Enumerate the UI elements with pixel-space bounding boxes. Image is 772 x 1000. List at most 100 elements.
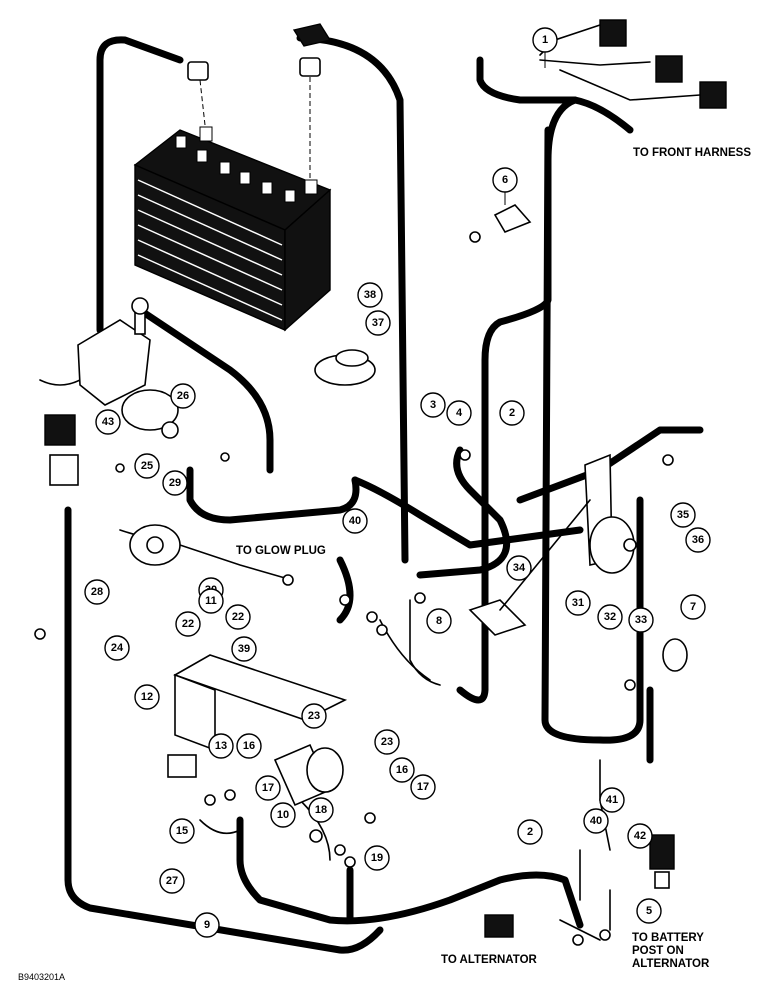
key-switch-10 bbox=[273, 743, 344, 807]
relay-43 bbox=[77, 297, 151, 406]
callout-2-bottom: 2 bbox=[517, 819, 543, 845]
svg-text:28: 28 bbox=[91, 586, 103, 598]
callout-23-right: 23 bbox=[374, 729, 400, 755]
callout-6: 6 bbox=[492, 167, 518, 205]
svg-text:2: 2 bbox=[509, 407, 515, 419]
svg-text:22: 22 bbox=[182, 618, 194, 630]
glow-plug-relay bbox=[129, 524, 181, 566]
callout-5: 5 bbox=[636, 898, 662, 924]
svg-text:43: 43 bbox=[102, 416, 114, 428]
callout-3: 3 bbox=[420, 392, 446, 418]
callout-10: 10 bbox=[270, 802, 296, 828]
callout-16-left: 16 bbox=[236, 733, 262, 759]
svg-text:23: 23 bbox=[381, 736, 393, 748]
svg-text:12: 12 bbox=[141, 691, 153, 703]
svg-text:42: 42 bbox=[634, 830, 646, 842]
sensor-6 bbox=[493, 204, 532, 233]
switch-13 bbox=[167, 754, 197, 778]
svg-text:17: 17 bbox=[262, 782, 274, 794]
battery-post-label-line2: POST ON bbox=[632, 945, 684, 957]
callout-41: 41 bbox=[599, 787, 625, 813]
glow-plug-label: TO GLOW PLUG bbox=[236, 545, 326, 557]
callout-12: 12 bbox=[134, 684, 160, 710]
callout-31: 31 bbox=[565, 590, 591, 616]
svg-text:19: 19 bbox=[371, 852, 383, 864]
front-harness-label: TO FRONT HARNESS bbox=[633, 147, 751, 159]
svg-text:23: 23 bbox=[308, 710, 320, 722]
horn-37 bbox=[314, 349, 376, 386]
callout-35: 35 bbox=[670, 502, 696, 528]
starter-solenoid-25 bbox=[121, 389, 179, 439]
svg-text:39: 39 bbox=[238, 643, 250, 655]
callout-36: 36 bbox=[685, 527, 711, 553]
svg-text:41: 41 bbox=[606, 794, 618, 806]
battery-post-label-line1: TO BATTERY bbox=[632, 932, 704, 944]
callout-7: 7 bbox=[680, 594, 706, 620]
battery-post-label-line3: ALTERNATOR bbox=[632, 958, 710, 970]
callout-27: 27 bbox=[159, 868, 185, 894]
svg-text:2: 2 bbox=[527, 826, 533, 838]
callout-4: 4 bbox=[446, 400, 472, 426]
svg-text:13: 13 bbox=[215, 740, 227, 752]
svg-text:38: 38 bbox=[364, 289, 376, 301]
svg-text:29: 29 bbox=[169, 477, 181, 489]
svg-text:40: 40 bbox=[590, 815, 602, 827]
callout-16-right: 16 bbox=[389, 757, 415, 783]
callout-43: 43 bbox=[95, 409, 121, 435]
callout-39: 39 bbox=[231, 636, 257, 662]
svg-text:8: 8 bbox=[436, 615, 442, 627]
svg-text:18: 18 bbox=[315, 804, 327, 816]
callout-15: 15 bbox=[169, 818, 195, 844]
callout-11: 11 bbox=[198, 588, 224, 614]
callout-9: 9 bbox=[194, 912, 220, 938]
callout-17-left: 17 bbox=[255, 775, 281, 801]
svg-text:40: 40 bbox=[349, 515, 361, 527]
svg-text:9: 9 bbox=[204, 919, 210, 931]
callout-8: 8 bbox=[426, 608, 452, 634]
left-plug-connectors bbox=[44, 414, 79, 486]
terminals bbox=[34, 231, 674, 946]
svg-text:36: 36 bbox=[692, 534, 704, 546]
callout-24: 24 bbox=[104, 635, 130, 661]
callout-34: 34 bbox=[506, 555, 532, 581]
svg-text:1: 1 bbox=[542, 34, 548, 46]
callout-23-top: 23 bbox=[301, 703, 327, 729]
svg-text:34: 34 bbox=[513, 562, 526, 574]
svg-text:27: 27 bbox=[166, 875, 178, 887]
callout-32: 32 bbox=[597, 604, 623, 630]
callout-13: 13 bbox=[208, 733, 234, 759]
svg-text:32: 32 bbox=[604, 611, 616, 623]
alternator-connectors bbox=[484, 834, 675, 938]
callout-40-bottom: 40 bbox=[583, 808, 609, 834]
svg-text:3: 3 bbox=[430, 399, 436, 411]
svg-text:22: 22 bbox=[232, 611, 244, 623]
callouts: 1 6 38 37 43 26 25 29 3 4 2 40 35 36 34 … bbox=[84, 27, 711, 938]
svg-text:5: 5 bbox=[646, 905, 652, 917]
pedal-assembly bbox=[468, 453, 637, 636]
svg-text:33: 33 bbox=[635, 614, 647, 626]
callout-38: 38 bbox=[357, 282, 383, 308]
callout-19: 19 bbox=[364, 845, 390, 871]
callout-28: 28 bbox=[84, 579, 110, 605]
callout-22-left: 22 bbox=[175, 611, 201, 637]
mounting-bracket-11 bbox=[173, 654, 348, 752]
svg-text:37: 37 bbox=[372, 317, 384, 329]
svg-text:17: 17 bbox=[417, 781, 429, 793]
svg-text:16: 16 bbox=[396, 764, 408, 776]
svg-text:7: 7 bbox=[690, 601, 696, 613]
callout-29: 29 bbox=[162, 470, 188, 496]
svg-text:26: 26 bbox=[177, 390, 189, 402]
svg-text:25: 25 bbox=[141, 460, 153, 472]
callout-37: 37 bbox=[365, 310, 391, 336]
callout-42: 42 bbox=[627, 823, 653, 849]
battery bbox=[133, 23, 332, 332]
svg-text:4: 4 bbox=[456, 407, 463, 419]
svg-text:24: 24 bbox=[111, 642, 124, 654]
callout-18: 18 bbox=[308, 797, 334, 823]
text-labels: TO FRONT HARNESS TO GLOW PLUG TO ALTERNA… bbox=[18, 147, 751, 982]
svg-text:31: 31 bbox=[572, 597, 584, 609]
callout-33: 33 bbox=[628, 607, 654, 633]
svg-text:11: 11 bbox=[205, 595, 217, 607]
figure-id: B9403201A bbox=[18, 972, 65, 982]
